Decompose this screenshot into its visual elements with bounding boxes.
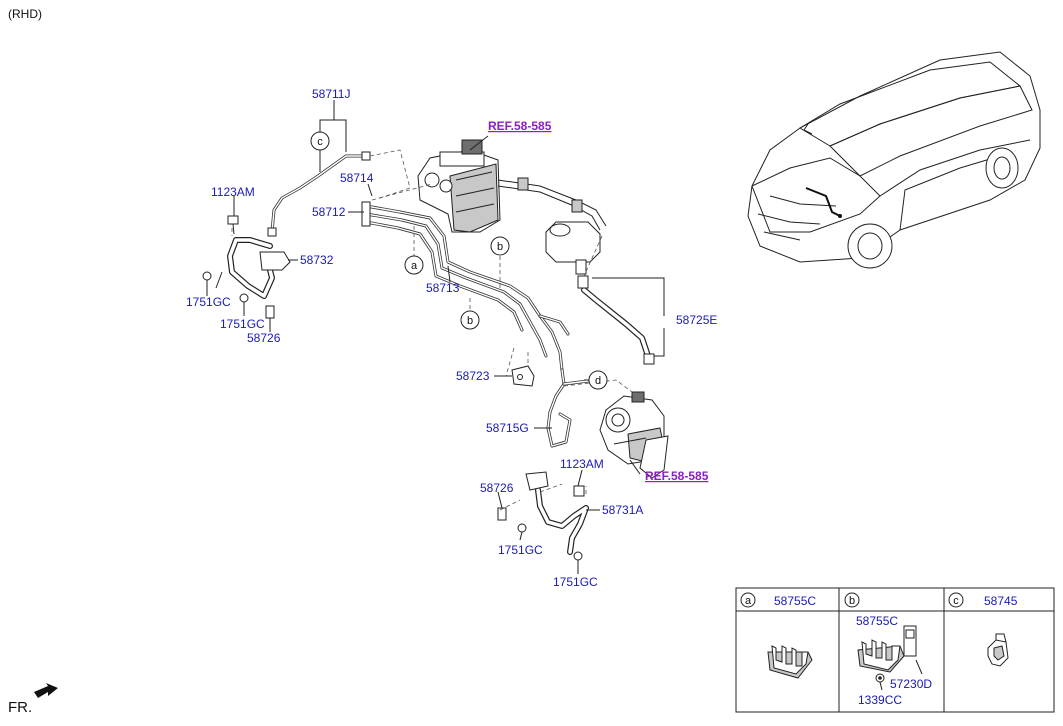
callout-58713: 58713 — [426, 281, 460, 295]
legend-part-c: 58745 — [984, 594, 1018, 608]
front-label: FR. — [8, 699, 32, 716]
legend-marker-c — [948, 592, 964, 608]
callout-1751GC-a: 1751GC — [186, 295, 231, 309]
washer-icon — [239, 293, 249, 303]
marker-b-lower: b — [460, 310, 480, 330]
callout-58712: 58712 — [312, 205, 346, 219]
brake-hose-58732 — [215, 215, 291, 299]
clip-icon-c — [987, 633, 1009, 667]
callout-58726-bottom: 58726 — [480, 481, 514, 495]
callout-1751GC-c: 1751GC — [498, 543, 543, 557]
marker-c: c — [310, 131, 330, 151]
svg-text:b: b — [849, 595, 855, 607]
legend-table: a 58755C b 58755C 57230D 1339CC c 58745 — [735, 587, 1055, 713]
legend-part-b-sub-1: 57230D — [890, 677, 932, 691]
master-cylinder — [417, 139, 607, 233]
callout-1751GC-b: 1751GC — [220, 317, 265, 331]
callout-58723: 58723 — [456, 369, 490, 383]
ref-link-top[interactable]: REF.58-585 — [488, 119, 552, 133]
callout-1123AM-top: 1123AM — [211, 185, 255, 199]
callout-1751GC-d: 1751GC — [553, 575, 598, 589]
vehicle-icon — [747, 51, 1041, 269]
dashed-guides — [231, 149, 633, 511]
legend-part-b: 58755C — [856, 614, 898, 628]
callout-58731A: 58731A — [602, 503, 643, 517]
svg-text:d: d — [595, 375, 601, 387]
bolt-icon — [265, 305, 275, 319]
ref-link-bottom[interactable]: REF.58-585 — [645, 469, 709, 483]
bracket-58723 — [511, 365, 535, 387]
svg-text:b: b — [497, 241, 503, 253]
leader-lines — [206, 100, 665, 574]
washer-icon — [517, 523, 527, 533]
callout-58715G: 58715G — [486, 421, 529, 435]
reservoir-tank — [545, 221, 601, 275]
washer-icon — [202, 271, 212, 281]
svg-text:c: c — [953, 595, 959, 607]
legend-marker-b — [844, 592, 860, 608]
callout-58732: 58732 — [300, 253, 334, 267]
svg-text:a: a — [745, 595, 752, 607]
clip-icon-a — [767, 645, 813, 679]
callout-58714: 58714 — [340, 171, 374, 185]
svg-text:b: b — [467, 315, 473, 327]
callout-58725E: 58725E — [676, 313, 717, 327]
callout-58711J: 58711J — [312, 87, 350, 101]
brake-hose-58731A — [497, 471, 589, 555]
legend-part-b-sub-2: 1339CC — [858, 693, 902, 707]
marker-b-upper: b — [490, 236, 510, 256]
svg-text:a: a — [411, 260, 418, 272]
brake-actuator — [599, 391, 669, 479]
callout-58726-top: 58726 — [247, 331, 281, 345]
brake-pipe-58711J — [267, 151, 371, 237]
legend-marker-a — [740, 592, 756, 608]
marker-d: d — [588, 370, 608, 390]
svg-text:c: c — [317, 136, 323, 148]
legend-part-a: 58755C — [774, 594, 816, 608]
marker-a: a — [404, 255, 424, 275]
brake-pipe-bundle — [361, 201, 570, 372]
front-arrow-icon — [34, 683, 58, 698]
variant-label: (RHD) — [8, 7, 42, 21]
washer-icon — [573, 551, 583, 561]
callout-1123AM-bottom: 1123AM — [560, 457, 604, 471]
